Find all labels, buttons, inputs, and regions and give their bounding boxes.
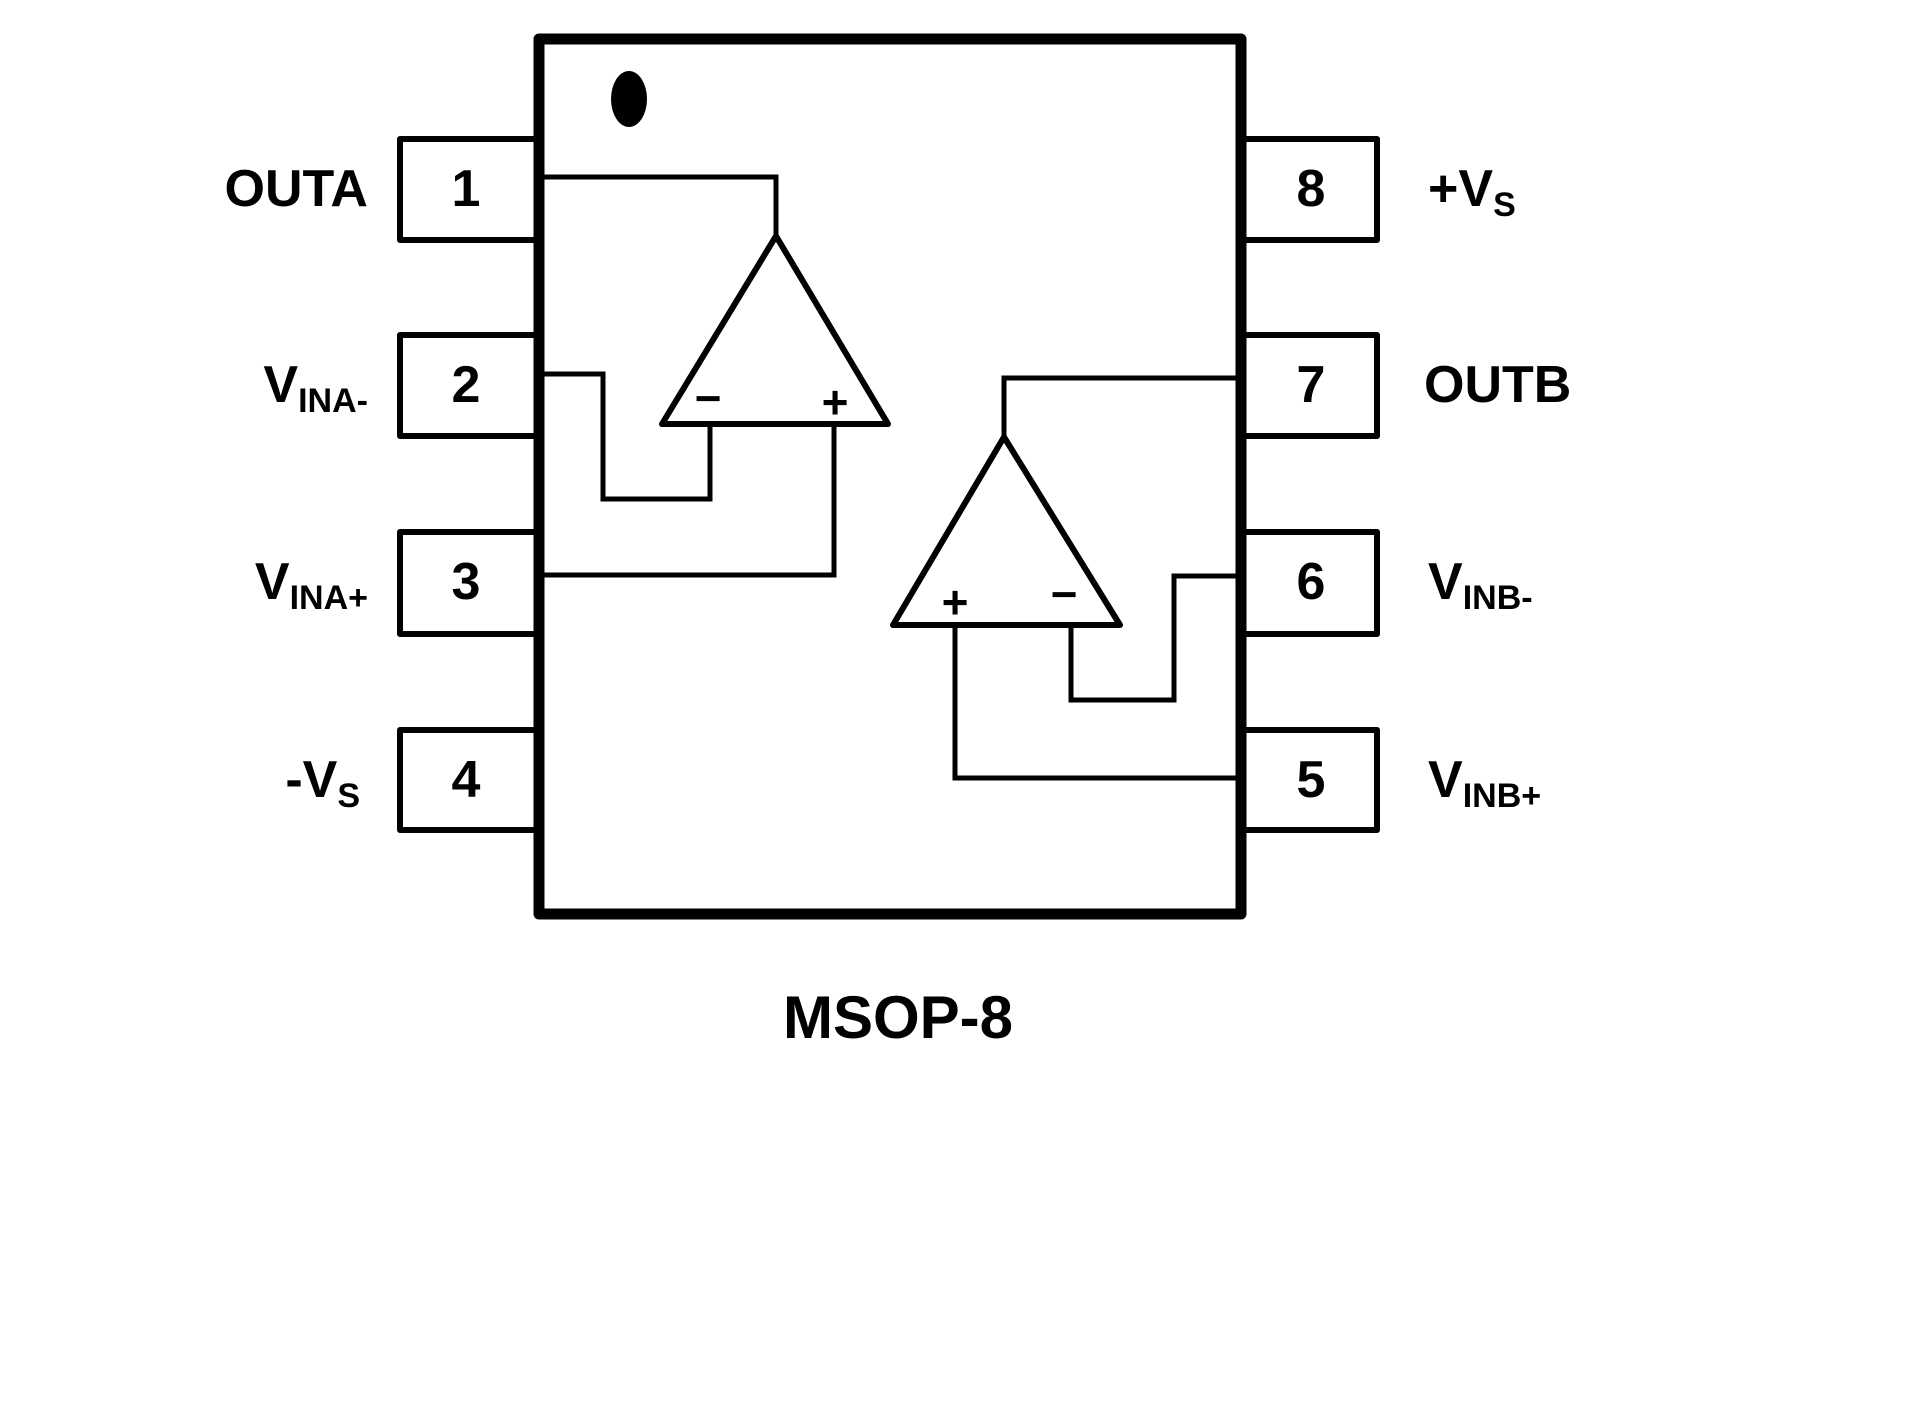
package-label: MSOP-8 bbox=[783, 984, 1013, 1051]
pin-4-label-main: -V bbox=[285, 751, 337, 809]
pin-6-number: 6 bbox=[1297, 553, 1326, 611]
pin-8-label: +VS bbox=[1428, 160, 1516, 224]
pin-6-label-sub: INB- bbox=[1463, 579, 1533, 617]
wire-outa bbox=[539, 174, 779, 236]
pin-7-number: 7 bbox=[1297, 356, 1326, 414]
pin-7-box bbox=[1246, 332, 1380, 439]
pin-2-box bbox=[397, 332, 534, 439]
pin-2-label: VINA- bbox=[263, 356, 368, 420]
pin-1-label-main: OUTA bbox=[225, 160, 368, 218]
pin-2-label-main: V bbox=[263, 356, 298, 414]
pin-5-box bbox=[1246, 727, 1380, 833]
pin-5-label: VINB+ bbox=[1428, 751, 1541, 815]
pin-1: 1 OUTA bbox=[225, 136, 534, 243]
pin-6-label-main: V bbox=[1428, 553, 1463, 611]
pin-4-label-sub: S bbox=[337, 777, 360, 815]
pin-4: 4 -VS bbox=[285, 727, 534, 833]
wire-outb bbox=[1001, 375, 1241, 437]
pin-6: 6 VINB- bbox=[1246, 529, 1533, 637]
pin-4-number: 4 bbox=[452, 751, 481, 809]
pin-3: 3 VINA+ bbox=[255, 529, 534, 637]
pin-5-label-main: V bbox=[1428, 751, 1463, 809]
pin-2: 2 VINA- bbox=[263, 332, 534, 439]
op-amp-b-inverting-sign: − bbox=[1051, 568, 1078, 620]
pin-6-label: VINB- bbox=[1428, 553, 1533, 617]
pin-1-box bbox=[397, 136, 534, 243]
pin-3-number: 3 bbox=[452, 553, 481, 611]
pin-8: 8 +VS bbox=[1246, 136, 1516, 243]
pin-3-label-sub: INA+ bbox=[290, 579, 368, 617]
wire-vinb-plus bbox=[952, 625, 1241, 781]
pin-6-box bbox=[1246, 529, 1380, 637]
pin-7-label: OUTB bbox=[1424, 356, 1571, 414]
pin-4-box bbox=[397, 727, 534, 833]
pin-5: 5 VINB+ bbox=[1246, 727, 1541, 833]
wire-vina-minus bbox=[539, 371, 713, 502]
pin-8-label-main: +V bbox=[1428, 160, 1493, 218]
op-amp-a-triangle bbox=[659, 233, 891, 427]
pin-5-label-sub: INB+ bbox=[1463, 777, 1541, 815]
pin-2-label-sub: INA- bbox=[298, 382, 368, 420]
pin-3-box bbox=[397, 529, 534, 637]
pin-8-label-sub: S bbox=[1493, 186, 1516, 224]
pin-8-number: 8 bbox=[1297, 160, 1326, 218]
op-amp-a-noninverting-sign: + bbox=[822, 376, 849, 428]
pin-7: 7 OUTB bbox=[1246, 332, 1571, 439]
pin-8-box bbox=[1246, 136, 1380, 243]
package-body bbox=[533, 33, 1247, 920]
pin-4-label: -VS bbox=[285, 751, 360, 815]
pin-7-label-main: OUTB bbox=[1424, 356, 1571, 414]
op-amp-b: + − bbox=[890, 375, 1241, 781]
pin-3-label: VINA+ bbox=[255, 553, 368, 617]
pin-3-label-main: V bbox=[255, 553, 290, 611]
wire-vina-plus bbox=[539, 424, 837, 578]
op-amp-a-inverting-sign: − bbox=[695, 372, 722, 424]
wire-vinb-minus bbox=[1068, 573, 1241, 703]
pin-2-number: 2 bbox=[452, 356, 481, 414]
pin-5-number: 5 bbox=[1297, 751, 1326, 809]
pin-1-label: OUTA bbox=[225, 160, 368, 218]
op-amp-b-triangle bbox=[890, 434, 1123, 628]
op-amp-a: − + bbox=[539, 174, 891, 578]
pin-1-number: 1 bbox=[452, 160, 481, 218]
op-amp-b-noninverting-sign: + bbox=[942, 576, 969, 628]
pin1-marker-dot bbox=[611, 71, 647, 127]
